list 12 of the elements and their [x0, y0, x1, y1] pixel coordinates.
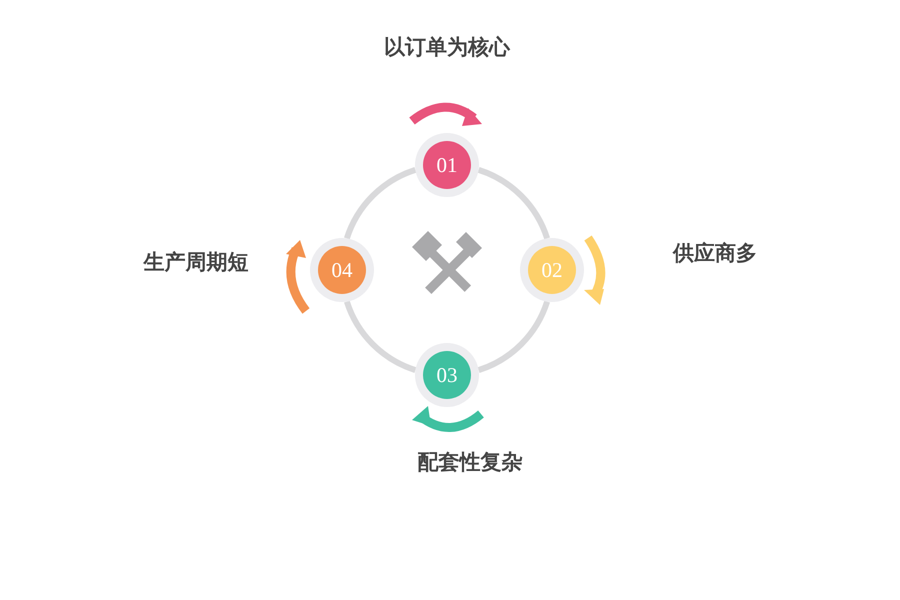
step-label: 以订单为核心 — [384, 33, 510, 61]
number-circle: 04 — [310, 238, 374, 302]
ring-segment — [478, 300, 550, 373]
number-circle: 01 — [415, 133, 479, 197]
ring-segment — [344, 300, 416, 373]
ring-segment — [344, 167, 416, 240]
step-label: 配套性复杂 — [418, 448, 522, 476]
number-circle: 03 — [415, 343, 479, 407]
step-label: 供应商多 — [673, 239, 757, 267]
ring-segment — [478, 167, 550, 240]
step-label: 生产周期短 — [144, 248, 248, 276]
number-circle: 02 — [520, 238, 584, 302]
